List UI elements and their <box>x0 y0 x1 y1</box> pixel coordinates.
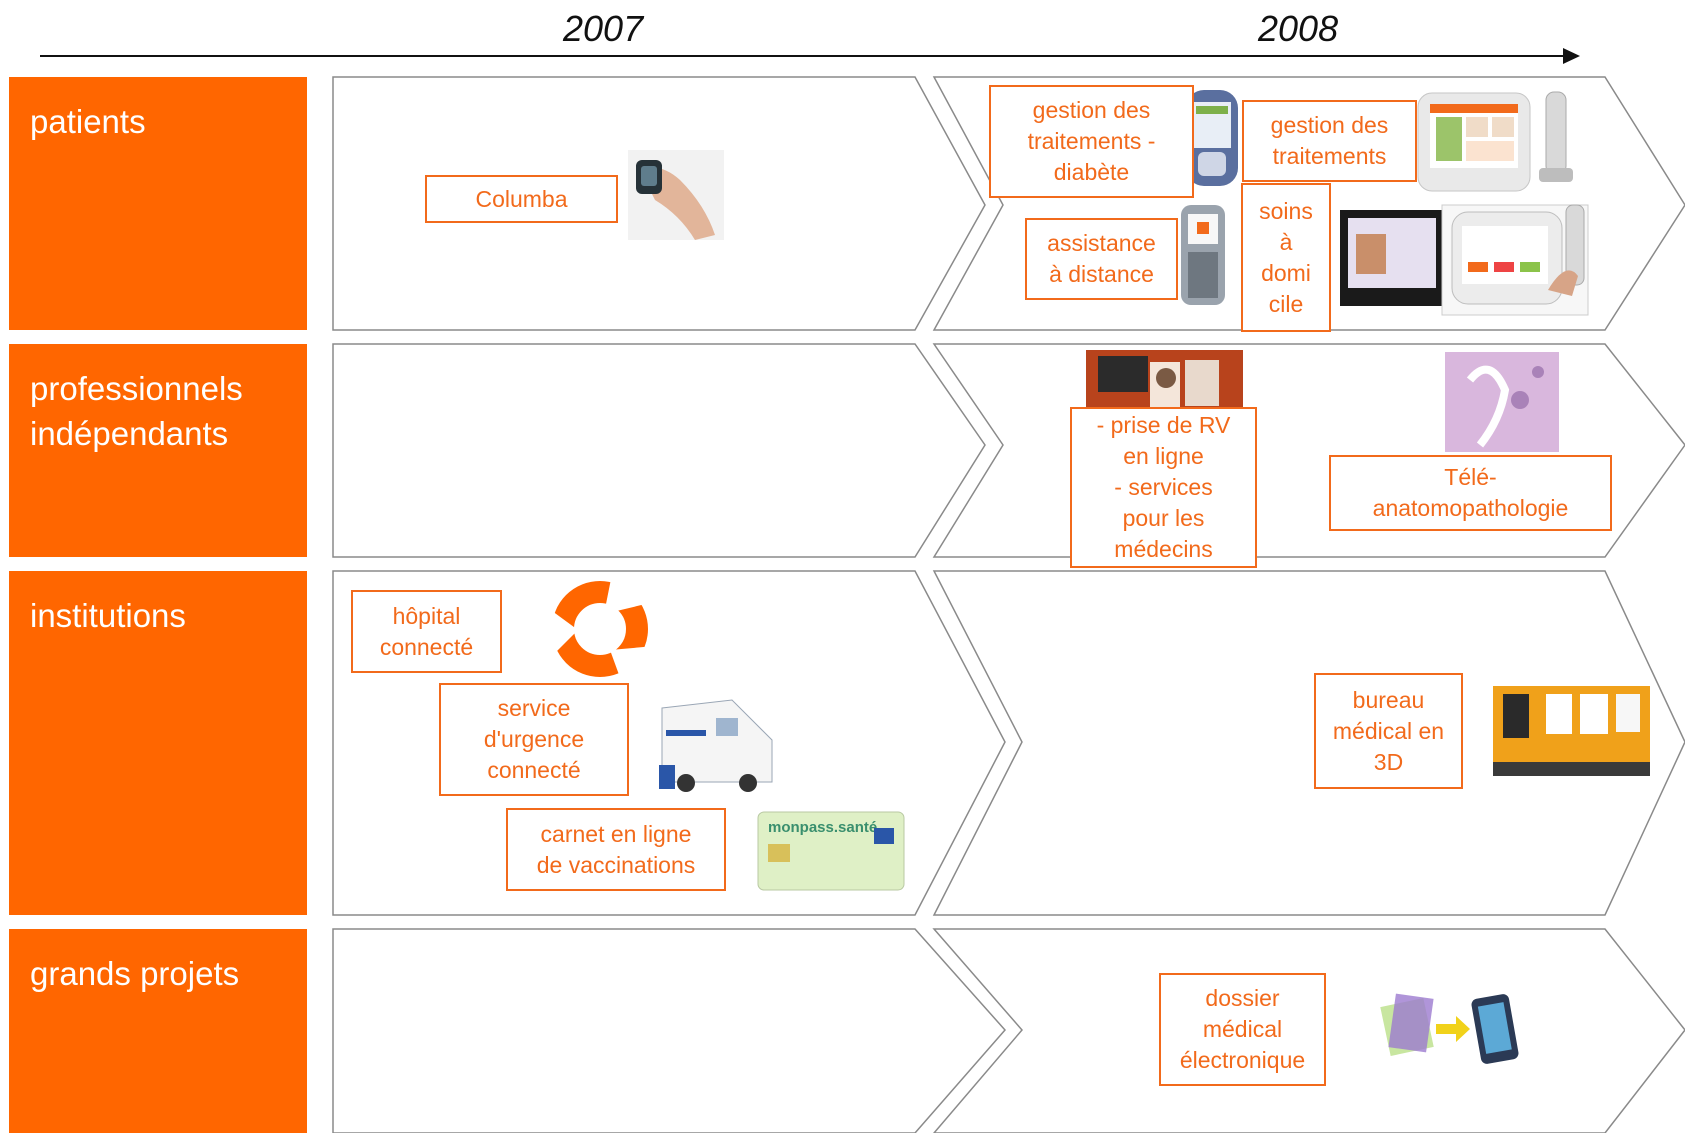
microscopy-slide-icon <box>1445 352 1559 452</box>
category-professionnels: professionnels indépendants <box>9 344 307 557</box>
year-label-2008: 2008 <box>1258 8 1339 49</box>
home-terminal-icon <box>1417 91 1573 192</box>
chevron-2007-professionnels <box>332 343 986 558</box>
item-gestion-traitements-diabete: gestion des traitements - diabète <box>989 85 1194 198</box>
item-hopital-connecte: hôpital connecté <box>351 590 502 673</box>
3d-office-icon <box>1493 686 1650 776</box>
category-grands-projets: grands projets <box>9 929 307 1133</box>
category-patients: patients <box>9 77 307 330</box>
category-label: professionnels indépendants <box>30 370 243 452</box>
timeline-arrowhead <box>1563 48 1580 64</box>
item-soins-domicile: soins à domi cile <box>1241 183 1331 332</box>
pda-phone-icon <box>1186 90 1238 186</box>
clipboard-to-tablet-icon <box>1380 993 1519 1064</box>
recycle-arrows-icon <box>548 574 655 683</box>
item-gestion-traitements: gestion des traitements <box>1242 100 1417 182</box>
item-tele-anatomopathologie: Télé- anatomopathologie <box>1329 455 1612 531</box>
item-service-urgence-connecte: service d'urgence connecté <box>439 683 629 796</box>
category-label: grands projets <box>30 955 240 992</box>
category-institutions: institutions <box>9 571 307 915</box>
item-bureau-medical-3d: bureau médical en 3D <box>1314 673 1463 789</box>
item-dossier-medical-electronique: dossier médical électronique <box>1159 973 1326 1086</box>
mobile-phone-icon <box>1181 205 1225 305</box>
ambulance-icon <box>659 699 773 792</box>
year-label-2007: 2007 <box>563 8 644 49</box>
tv-terminal-icon <box>1340 204 1589 316</box>
health-card-icon: monpass.santé <box>757 811 905 891</box>
item-assistance-distance: assistance à distance <box>1025 218 1178 300</box>
chevron-2008-institutions <box>932 570 1685 916</box>
chevron-2007-grands-projets <box>332 928 1007 1133</box>
wristwatch-icon <box>628 150 724 240</box>
doctors-photo-icon <box>1086 350 1243 410</box>
category-label: institutions <box>30 597 186 634</box>
item-carnet-vaccinations: carnet en ligne de vaccinations <box>506 808 726 891</box>
item-columba: Columba <box>425 175 618 223</box>
item-prise-rv-services: - prise de RV en ligne - services pour l… <box>1070 407 1257 568</box>
category-label: patients <box>30 103 146 140</box>
health-card-label: monpass.santé <box>768 819 877 836</box>
